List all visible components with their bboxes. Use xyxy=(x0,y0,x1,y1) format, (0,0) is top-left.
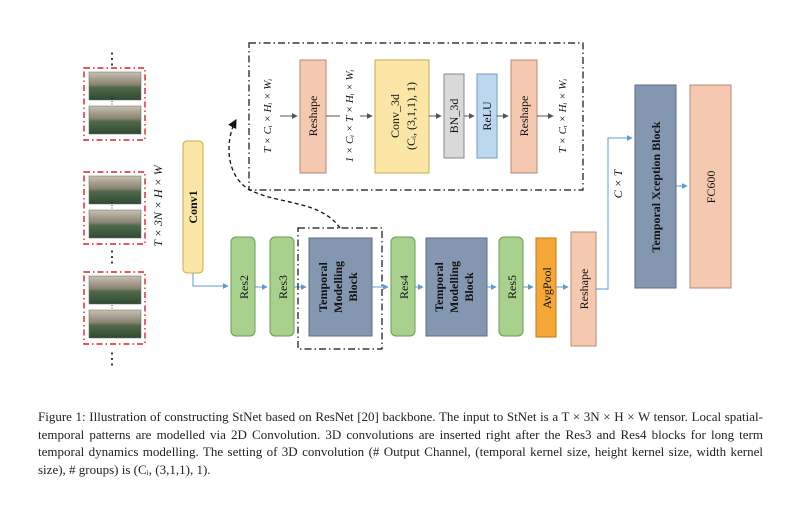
video-frame xyxy=(88,105,142,135)
detail-reshape1-label: Reshape xyxy=(306,96,320,137)
reshape-main-block xyxy=(570,231,597,347)
detail-in-dims: T × Cᵢ × Hᵢ × Wᵢ xyxy=(262,79,274,154)
res4-label: Res4 xyxy=(397,275,411,299)
fc600-block xyxy=(689,84,732,289)
avgpool-label: AvgPool xyxy=(540,266,554,308)
txb-block xyxy=(634,84,677,289)
frame-group-3 xyxy=(83,271,146,345)
tmb2-label-line1: Temporal xyxy=(432,262,446,312)
res2-label: Res2 xyxy=(237,275,251,299)
video-frame xyxy=(88,275,142,305)
input-frames: ⋮ ⋮ ⋮ ⋮ ⋮ ⋮ xyxy=(83,51,146,368)
frame-ellipsis: ⋮ xyxy=(108,97,116,106)
detail-relu-label: ReLU xyxy=(480,101,494,131)
tmb2-label-line2: Modelling xyxy=(447,261,461,313)
caption-text: Figure 1: Illustration of constructing S… xyxy=(38,409,763,477)
figure-caption: Figure 1: Illustration of constructing S… xyxy=(38,408,763,478)
detail-reshape1-block xyxy=(299,59,327,174)
tmb2-block xyxy=(425,237,488,337)
detail-conv3d-block xyxy=(374,59,430,174)
video-frame xyxy=(88,175,142,205)
ct-label: C × T xyxy=(611,168,625,198)
res5-label: Res5 xyxy=(505,275,519,299)
txb-label: Temporal Xception Block xyxy=(649,121,663,252)
detail-out-dims: T × Cᵢ × Hᵢ × Wᵢ xyxy=(557,79,569,154)
detail-reshape2-block xyxy=(510,59,538,174)
tmb1-label-line1: Temporal xyxy=(316,262,330,312)
stnet-architecture-diagram: ⋮ ⋮ ⋮ ⋮ ⋮ ⋮ T × 3N × H × W Conv1 Res2 Re… xyxy=(83,42,732,368)
video-frame xyxy=(88,71,142,101)
arrow-reshape-txb xyxy=(596,135,633,290)
tmb1-label-line2: Modelling xyxy=(331,261,345,313)
ellipsis-middle: ⋮ xyxy=(104,249,120,266)
frame-ellipsis: ⋮ xyxy=(108,301,116,310)
detail-conv3d-line1: Conv_3d xyxy=(388,94,402,138)
ellipsis-top: ⋮ xyxy=(104,51,120,68)
res3-label: Res3 xyxy=(276,275,290,299)
detail-bn3d-label: BN_3d xyxy=(447,99,461,134)
conv1-label: Conv1 xyxy=(186,190,200,223)
ellipsis-bottom: ⋮ xyxy=(104,351,120,368)
tmb1-block xyxy=(308,237,373,337)
arrow-conv1-res2 xyxy=(192,273,229,289)
detail-mid-dims: 1 × Cᵢ × T × Hᵢ × Wᵢ xyxy=(344,69,356,162)
video-frame xyxy=(88,209,142,239)
reshape-main-label: Reshape xyxy=(577,269,591,310)
frame-group-2 xyxy=(83,171,146,245)
input-dims-label: T × 3N × H × W xyxy=(151,164,165,246)
tmb2-label-line3: Block xyxy=(462,272,476,302)
video-frame xyxy=(88,309,142,339)
tmb-detail-box xyxy=(248,42,584,191)
tmb1-label-line3: Block xyxy=(346,272,360,302)
fc600-label: FC600 xyxy=(704,171,718,204)
tmb1-dashed-outline xyxy=(297,227,383,350)
frame-ellipsis: ⋮ xyxy=(108,201,116,210)
frame-group-1 xyxy=(83,67,146,141)
detail-conv3d-line2: (Cᵢ, (3,1,1), 1) xyxy=(404,82,418,150)
detail-reshape2-label: Reshape xyxy=(517,96,531,137)
